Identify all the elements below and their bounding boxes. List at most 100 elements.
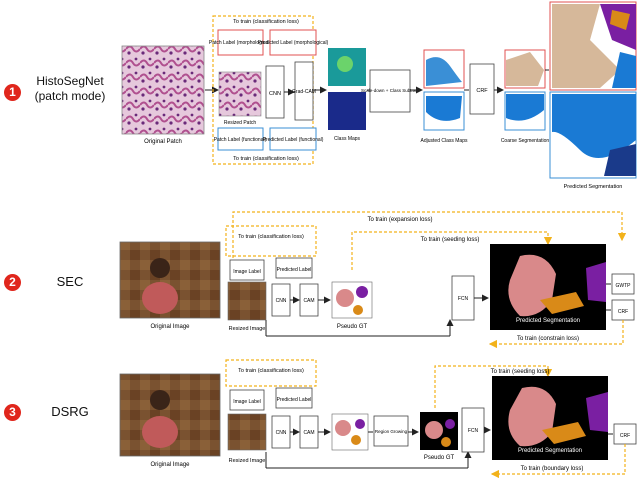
dsrg-pseudo-blob bbox=[425, 421, 443, 439]
hsn-train-label-top: To train (classification loss) bbox=[233, 19, 299, 25]
patch-label-func: Patch Label (functional) bbox=[214, 137, 267, 143]
hsn-training-frame bbox=[212, 15, 314, 165]
dsrg-resized-image bbox=[227, 413, 267, 451]
sec-crf-label: CRF bbox=[618, 309, 628, 315]
predicted-seg-tan bbox=[552, 4, 620, 88]
dsrg-photo-body bbox=[142, 416, 178, 448]
dsrg-region-growing-block bbox=[373, 415, 409, 447]
sec-expansion-loop bbox=[232, 211, 627, 258]
sec-predicted-label-box bbox=[275, 257, 313, 279]
sec-seeding-loop bbox=[351, 231, 553, 270]
dsrg-classification-frame bbox=[225, 359, 317, 387]
histosegnet-title-line2: (patch mode) bbox=[34, 89, 106, 103]
coarse-seg-caption: Coarse Segmentation bbox=[501, 138, 550, 144]
dsrg-title: DSRG bbox=[51, 404, 89, 419]
class-maps-func bbox=[328, 92, 366, 130]
predicted-seg-orange bbox=[610, 10, 630, 30]
hsn-gradcam-label: Grad-CAM bbox=[292, 89, 316, 95]
histosegnet-title-line1: HistoSegNet bbox=[36, 74, 104, 88]
sec-gmp-block bbox=[611, 273, 635, 295]
dsrg-pseudo-blob bbox=[445, 419, 455, 429]
adjusted-maps-caption: Adjusted Class Maps bbox=[421, 138, 468, 144]
histosegnet-row: Original Patch To train (classification … bbox=[121, 1, 637, 190]
class-map-blob bbox=[337, 56, 353, 72]
hsn-crf-label: CRF bbox=[476, 88, 488, 94]
sec-title: SEC bbox=[56, 274, 84, 289]
dsrg-region-growing-label: Region Growing bbox=[375, 429, 408, 434]
sec-photo-person bbox=[150, 258, 170, 278]
sec-constrain-loop bbox=[488, 320, 624, 349]
dsrg-cam-blob bbox=[335, 420, 351, 436]
predicted-seg-func-blue bbox=[552, 94, 636, 158]
sec-resized-caption: Resized Image bbox=[229, 326, 266, 332]
sec-pseudo-caption: Pseudo GT bbox=[337, 324, 368, 330]
dsrg-cam-blob bbox=[351, 435, 361, 445]
sec-seg-orange bbox=[540, 292, 584, 314]
dsrg-crf-label: CRF bbox=[620, 433, 630, 439]
adjusted-map-blob bbox=[426, 96, 462, 121]
coarse-seg-blob bbox=[506, 52, 544, 86]
subtract-block bbox=[369, 69, 411, 113]
sec-classification-frame bbox=[225, 225, 317, 257]
dsrg-train-seeding: To train (seeding loss) bbox=[491, 369, 550, 375]
badge-dsrg: 3 bbox=[4, 404, 21, 421]
dsrg-train-boundary: To train (boundary loss) bbox=[521, 466, 584, 472]
original-patch-image bbox=[121, 45, 205, 135]
coarse-seg-blob bbox=[506, 94, 544, 121]
dsrg-train-classification: To train (classification loss) bbox=[238, 368, 304, 374]
predicted-label-morph: Predicted Label (morphological) bbox=[258, 40, 329, 46]
hsn-train-label-bottom: To train (classification loss) bbox=[233, 156, 299, 162]
dsrg-fcn-label: FCN bbox=[468, 428, 479, 434]
subtract-label: Scale-down + Class Subtract bbox=[361, 88, 420, 93]
sec-predicted-label: Predicted Label bbox=[277, 267, 312, 273]
histosegnet-title: HistoSegNet (patch mode) bbox=[24, 74, 116, 104]
sec-gmp-label: GWTP bbox=[616, 283, 632, 289]
adjusted-map-blob bbox=[426, 57, 462, 86]
hsn-cnn-label: CNN bbox=[269, 91, 281, 97]
patch-label-func-box bbox=[217, 127, 264, 151]
sec-predicted-seg-caption: Predicted Segmentation bbox=[516, 318, 580, 324]
patch-label-morph-box bbox=[217, 29, 264, 56]
dsrg-row: Original Image To train (classification … bbox=[119, 359, 637, 479]
badge-sec: 2 bbox=[4, 274, 21, 291]
dsrg-predicted-label: Predicted Label bbox=[277, 397, 312, 403]
dsrg-seg-orange bbox=[542, 422, 586, 444]
sec-seg-purple bbox=[586, 262, 606, 302]
sec-cnn-label: CNN bbox=[276, 298, 287, 304]
sec-image-label: Image Label bbox=[233, 269, 261, 275]
dsrg-seeding-loop bbox=[434, 365, 553, 408]
sec-train-constrain: To train (constrain loss) bbox=[517, 336, 579, 342]
sec-original-caption: Original Image bbox=[150, 324, 190, 330]
predicted-seg-blue bbox=[612, 52, 636, 88]
resized-patch-image bbox=[218, 71, 262, 117]
sec-image-label-box bbox=[229, 259, 265, 281]
sec-train-seeding: To train (seeding loss) bbox=[421, 237, 480, 243]
dsrg-image-label-box bbox=[229, 389, 265, 411]
sec-pseudo-blob bbox=[353, 305, 363, 315]
dsrg-boundary-loop bbox=[490, 444, 626, 479]
dsrg-seg-purple bbox=[586, 392, 608, 432]
dsrg-predicted-label-box bbox=[275, 387, 313, 409]
class-maps-caption: Class Maps bbox=[334, 136, 361, 142]
patch-label-morph: Patch Label (morphological) bbox=[209, 40, 272, 46]
predicted-seg-func-dark bbox=[604, 144, 636, 176]
predicted-label-func-box bbox=[269, 127, 317, 151]
dsrg-resized-caption: Resized Image bbox=[229, 458, 266, 464]
predicted-seg-caption: Predicted Segmentation bbox=[564, 184, 623, 190]
dsrg-cam-label: CAM bbox=[303, 430, 314, 436]
dsrg-cnn-label: CNN bbox=[276, 430, 287, 436]
sec-pseudo-blob bbox=[336, 289, 354, 307]
sec-train-classification: To train (classification loss) bbox=[238, 234, 304, 240]
sec-photo-body bbox=[142, 282, 178, 314]
sec-row: Original Image To train (expansion loss)… bbox=[119, 211, 635, 349]
sec-pseudo-blob bbox=[356, 286, 368, 298]
hsn-gradcam-block bbox=[294, 61, 314, 121]
sec-train-expansion: To train (expansion loss) bbox=[367, 217, 432, 223]
sec-cam-label: CAM bbox=[303, 298, 314, 304]
dsrg-pseudo-blob bbox=[441, 437, 451, 447]
predicted-label-morph-box bbox=[269, 29, 317, 56]
predicted-label-func: Predicted Label (functional) bbox=[263, 137, 324, 143]
dsrg-photo-person bbox=[150, 390, 170, 410]
dsrg-original-caption: Original Image bbox=[150, 462, 190, 468]
